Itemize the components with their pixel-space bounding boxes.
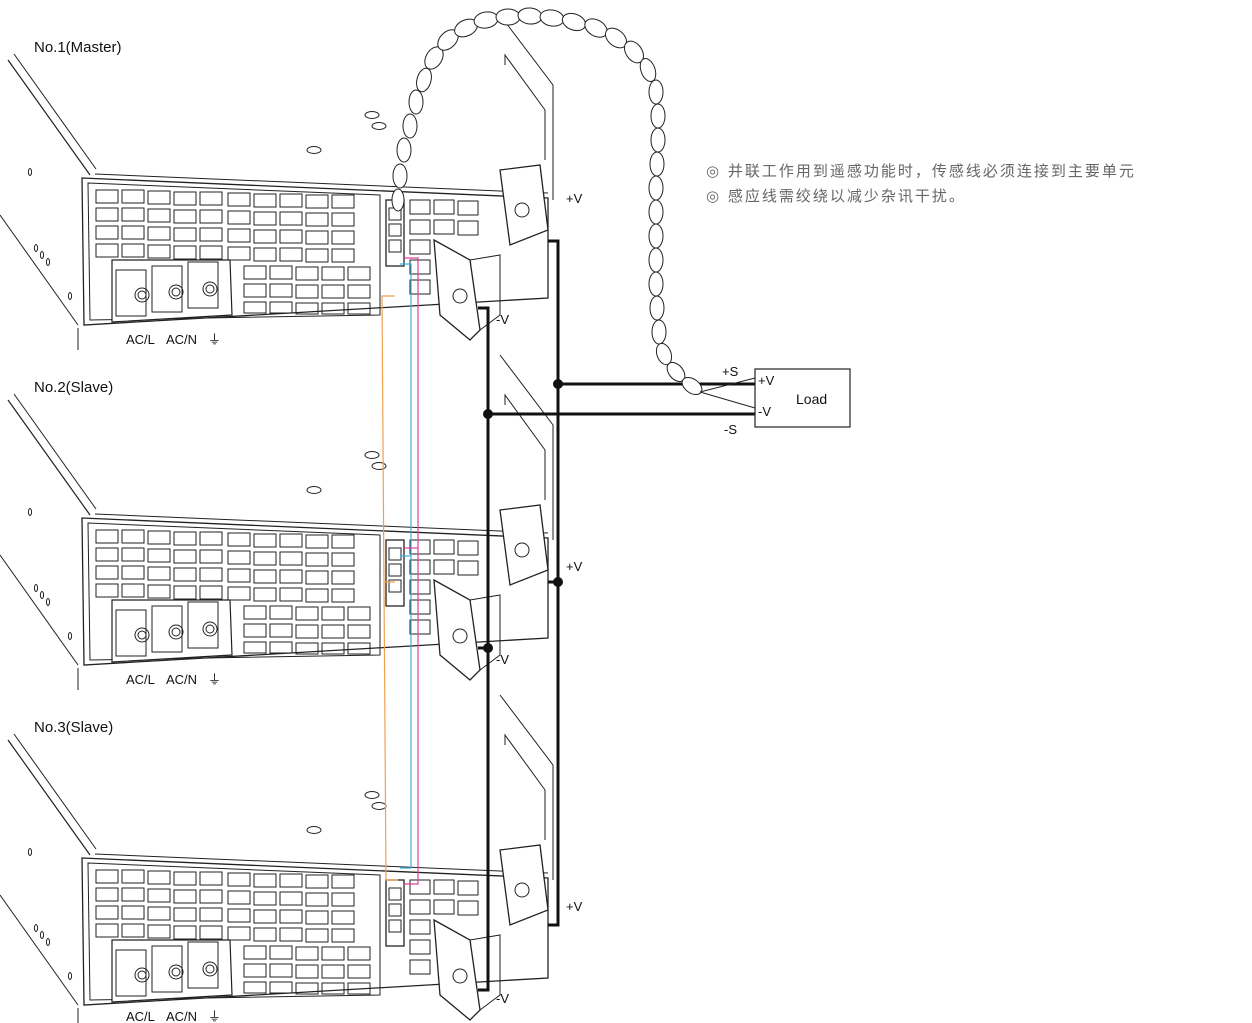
- twisted-sense-wire: [391, 7, 703, 396]
- unit-1-plus-v-label: +V: [566, 191, 583, 206]
- unit-1-terminal-acl: AC/L: [126, 332, 155, 347]
- unit-3-plus-v-label: +V: [566, 899, 583, 914]
- load-label: Load: [796, 391, 827, 407]
- power-supply-unit-3: [0, 694, 554, 1023]
- power-supply-unit-2: [0, 354, 554, 691]
- unit-2-terminal-acn: AC/N: [166, 672, 197, 687]
- unit-3-terminal-acl: AC/L: [126, 1009, 155, 1023]
- unit-2-ground-symbol: ⏚: [208, 672, 221, 687]
- note-twisted-wire: ◎ 感应线需绞绕以减少杂讯干扰。: [706, 187, 966, 205]
- power-supply-unit-1: [0, 14, 554, 351]
- load-plus-v-label: +V: [758, 373, 775, 388]
- unit-2-minus-v-label: -V: [496, 652, 509, 667]
- load-minus-v-label: -V: [758, 404, 771, 419]
- unit-3-minus-v-label: -V: [496, 991, 509, 1006]
- unit-1-minus-v-label: -V: [496, 312, 509, 327]
- load-box: [754, 368, 851, 428]
- parallel-signal-wires: [381, 257, 419, 885]
- note-remote-sense: ◎ 并联工作用到遥感功能时，传感线必须连接到主要单元: [706, 162, 1136, 180]
- unit-3-ground-symbol: ⏚: [208, 1009, 221, 1023]
- unit-3-title: No.3(Slave): [34, 719, 113, 736]
- minus-s-label: -S: [724, 422, 737, 437]
- unit-1-terminal-acn: AC/N: [166, 332, 197, 347]
- unit-2-title: No.2(Slave): [34, 379, 113, 396]
- unit-1-title: No.1(Master): [34, 39, 122, 56]
- unit-2-terminal-acl: AC/L: [126, 672, 155, 687]
- unit-2-plus-v-label: +V: [566, 559, 583, 574]
- unit-1-ground-symbol: ⏚: [208, 332, 221, 347]
- unit-3-terminal-acn: AC/N: [166, 1009, 197, 1023]
- bus-junction-dots: [483, 379, 563, 653]
- plus-s-label: +S: [722, 364, 739, 379]
- sense-wire-ends: [699, 377, 756, 409]
